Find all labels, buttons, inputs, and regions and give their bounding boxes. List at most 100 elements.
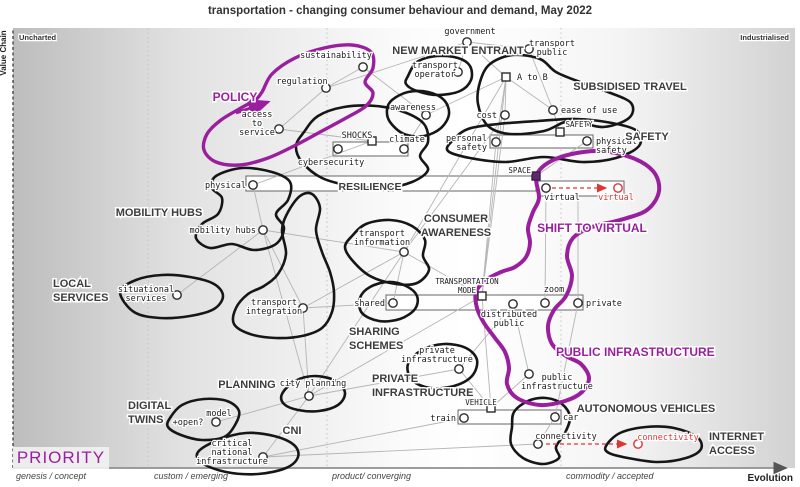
edge-line [262,417,465,458]
node-circle-physical[interactable] [248,180,258,190]
cni-blob [195,431,300,476]
node-government[interactable]: government [443,26,497,47]
node-circle-mobility_hubs[interactable] [258,225,268,235]
priority-label: PRIORITY [17,448,105,467]
node-city_planning[interactable]: city planning [278,378,348,401]
node-space[interactable]: SPACE [507,165,541,181]
node-ease_of_use[interactable]: ease of use [548,105,619,117]
node-circle-awareness[interactable] [421,110,431,120]
node-open_q[interactable]: +open? [171,417,204,430]
node-square-shocks_sq[interactable] [367,136,377,146]
node-circle-transport_operator[interactable] [453,67,463,77]
policy-label: POLICY [213,90,258,104]
node-zoom[interactable]: zoom [540,284,565,308]
node-circle-personal_safety[interactable] [491,137,501,147]
node-mobility_hubs[interactable]: mobility hubs [188,225,268,237]
node-vehicle_sq[interactable]: VEHICLE [464,397,499,413]
node-shocks_sq[interactable]: SHOCKS [340,130,377,146]
node-shared[interactable]: shared [353,298,398,310]
node-car[interactable]: car [550,412,580,424]
node-train[interactable]: train [429,413,469,425]
new-market-entrant-label: NEW MARKET ENTRANT [392,45,524,57]
node-label-virtual_red: virtual [598,193,634,203]
edge-line [262,229,304,309]
node-circle-car[interactable] [550,412,560,422]
node-circle-sustainability[interactable] [358,62,368,72]
node-circle-virtual_red[interactable] [613,183,623,193]
node-circle-transport_information[interactable] [399,247,409,257]
node-cybersecurity[interactable]: cybersecurity [296,157,365,170]
node-circle-city_planning[interactable] [304,391,314,401]
node-circle-zoom[interactable] [540,298,550,308]
edge-line [278,128,373,142]
autonomous-vehicles-label: AUTONOMOUS VEHICLES [577,403,716,415]
node-circle-cost[interactable] [500,110,510,120]
uncharted-label: Uncharted [19,33,57,42]
node-cost[interactable]: cost [475,110,510,122]
node-model[interactable]: model [205,408,233,427]
node-connectivity_red[interactable]: connectivity [633,432,700,449]
node-label-cost: cost [477,111,497,121]
node-circle-cni_node[interactable] [258,452,268,462]
node-a_to_b[interactable]: A to B [501,72,549,84]
node-circle-private_infrastructure[interactable] [454,364,464,374]
node-circle-model[interactable] [211,417,221,427]
node-shocks_left[interactable] [333,144,343,154]
node-circle-situational_services[interactable] [172,290,182,300]
safety-pipeline [489,134,594,149]
edge-line [505,76,554,111]
node-circle-public_infrastructure[interactable] [524,369,534,379]
node-square-space[interactable] [531,171,541,181]
map-title: transportation - changing consumer behav… [207,5,593,17]
node-circle-physical_safety[interactable] [582,136,592,146]
node-circle-virtual[interactable] [541,183,551,193]
node-connectivity[interactable]: connectivity [533,431,598,449]
node-circle-connectivity_red[interactable] [633,439,643,449]
node-circle-government[interactable] [462,37,472,47]
node-circle-private[interactable] [573,298,583,308]
policy-arrow [235,99,271,118]
node-circle-transport_public[interactable] [524,44,534,54]
node-circle-shared[interactable] [388,298,398,308]
node-regulation[interactable]: regulation [275,76,331,93]
node-sustainability[interactable]: sustainability [299,50,373,72]
node-circle-climate[interactable] [399,144,409,154]
node-awareness[interactable]: awareness [389,102,437,120]
node-virtual_red[interactable]: virtual [597,183,635,204]
node-circle-train[interactable] [459,413,469,423]
cni-label: CNI [283,425,302,437]
node-square-vehicle_sq[interactable] [486,403,496,413]
node-circle-connectivity[interactable] [533,439,543,449]
node-climate[interactable]: climate [388,134,426,154]
node-private[interactable]: private [573,298,623,310]
node-circle-regulation[interactable] [321,83,331,93]
node-circle-ease_of_use[interactable] [548,105,558,115]
node-physical[interactable]: physical [204,180,258,192]
node-square-tmode_sq[interactable] [477,291,487,301]
node-label-physical: physical [205,181,246,191]
node-circle-access_to_service[interactable] [274,124,284,134]
node-circle-transport_integration[interactable] [298,303,308,313]
node-virtual[interactable]: virtual [541,183,581,204]
node-circle-distributed_public[interactable] [508,299,518,309]
node-circle-shocks_left[interactable] [333,144,343,154]
node-label-government: government [444,27,495,37]
node-safety_sq[interactable]: SAFETY [555,119,594,137]
node-square-safety_sq[interactable] [555,127,565,137]
node-square-a_to_b[interactable] [501,72,511,82]
